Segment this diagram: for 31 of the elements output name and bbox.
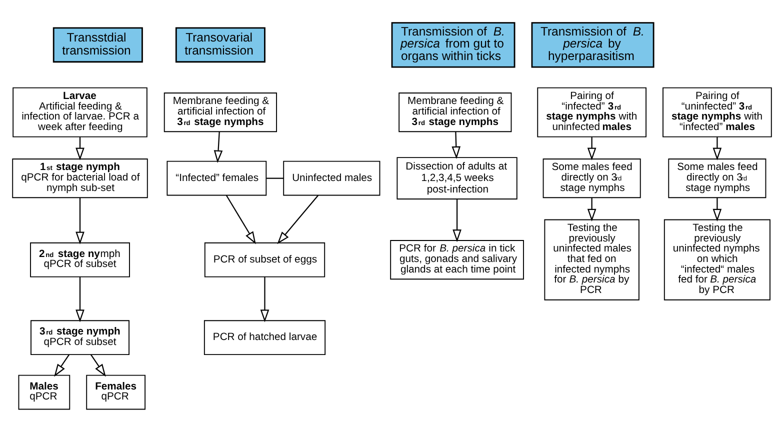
- node-box: PCR of subset of eggs: [204, 242, 326, 278]
- connector: [266, 178, 284, 179]
- arrow: [76, 276, 84, 322]
- arrow: [260, 276, 270, 322]
- arrow: [214, 132, 223, 163]
- arrow: [452, 132, 461, 159]
- node-box: Dissection of adults at 1,2,3,4,5 weeks post-infection: [396, 157, 518, 200]
- node-box: Transmission of B. persica by hyperparasitism: [531, 22, 654, 68]
- node-box: “Infected” females: [166, 160, 267, 196]
- arrow: [587, 137, 596, 160]
- arrow: [587, 198, 596, 222]
- node-box: PCR of hatched larvae: [204, 320, 326, 356]
- node-box: Uninfected males: [283, 160, 380, 196]
- arrow: [76, 198, 84, 244]
- node-box: PCR for B. persica in tick guts, gonads and salivary glands at each time point: [390, 240, 524, 280]
- node-box: Transovarial transmission: [175, 27, 266, 63]
- node-box: Males qPCR: [18, 374, 70, 410]
- arrow: [90, 354, 106, 377]
- node-box: Transmission of B. persica from gut to organs within ticks: [391, 22, 516, 68]
- node-box: Testing the previously uninfected nymphs on which “infected“ males fed for B. persica by PCR: [664, 219, 770, 300]
- arrow: [226, 195, 256, 244]
- arrow: [277, 195, 319, 244]
- arrow: [76, 137, 84, 160]
- node-box: Females qPCR: [86, 374, 146, 410]
- node-box: Testing the previously uninfected males that fed on infected nymphs for B. persica by PCR: [544, 219, 640, 300]
- arrow: [54, 354, 70, 377]
- node-box: Larvae Artificial feeding & infection of larvae. PCR a week after feeding: [12, 87, 148, 138]
- arrow: [452, 199, 462, 242]
- arrow: [712, 198, 722, 222]
- node-box: Transstdial transmission: [52, 27, 143, 63]
- arrow: [712, 137, 722, 160]
